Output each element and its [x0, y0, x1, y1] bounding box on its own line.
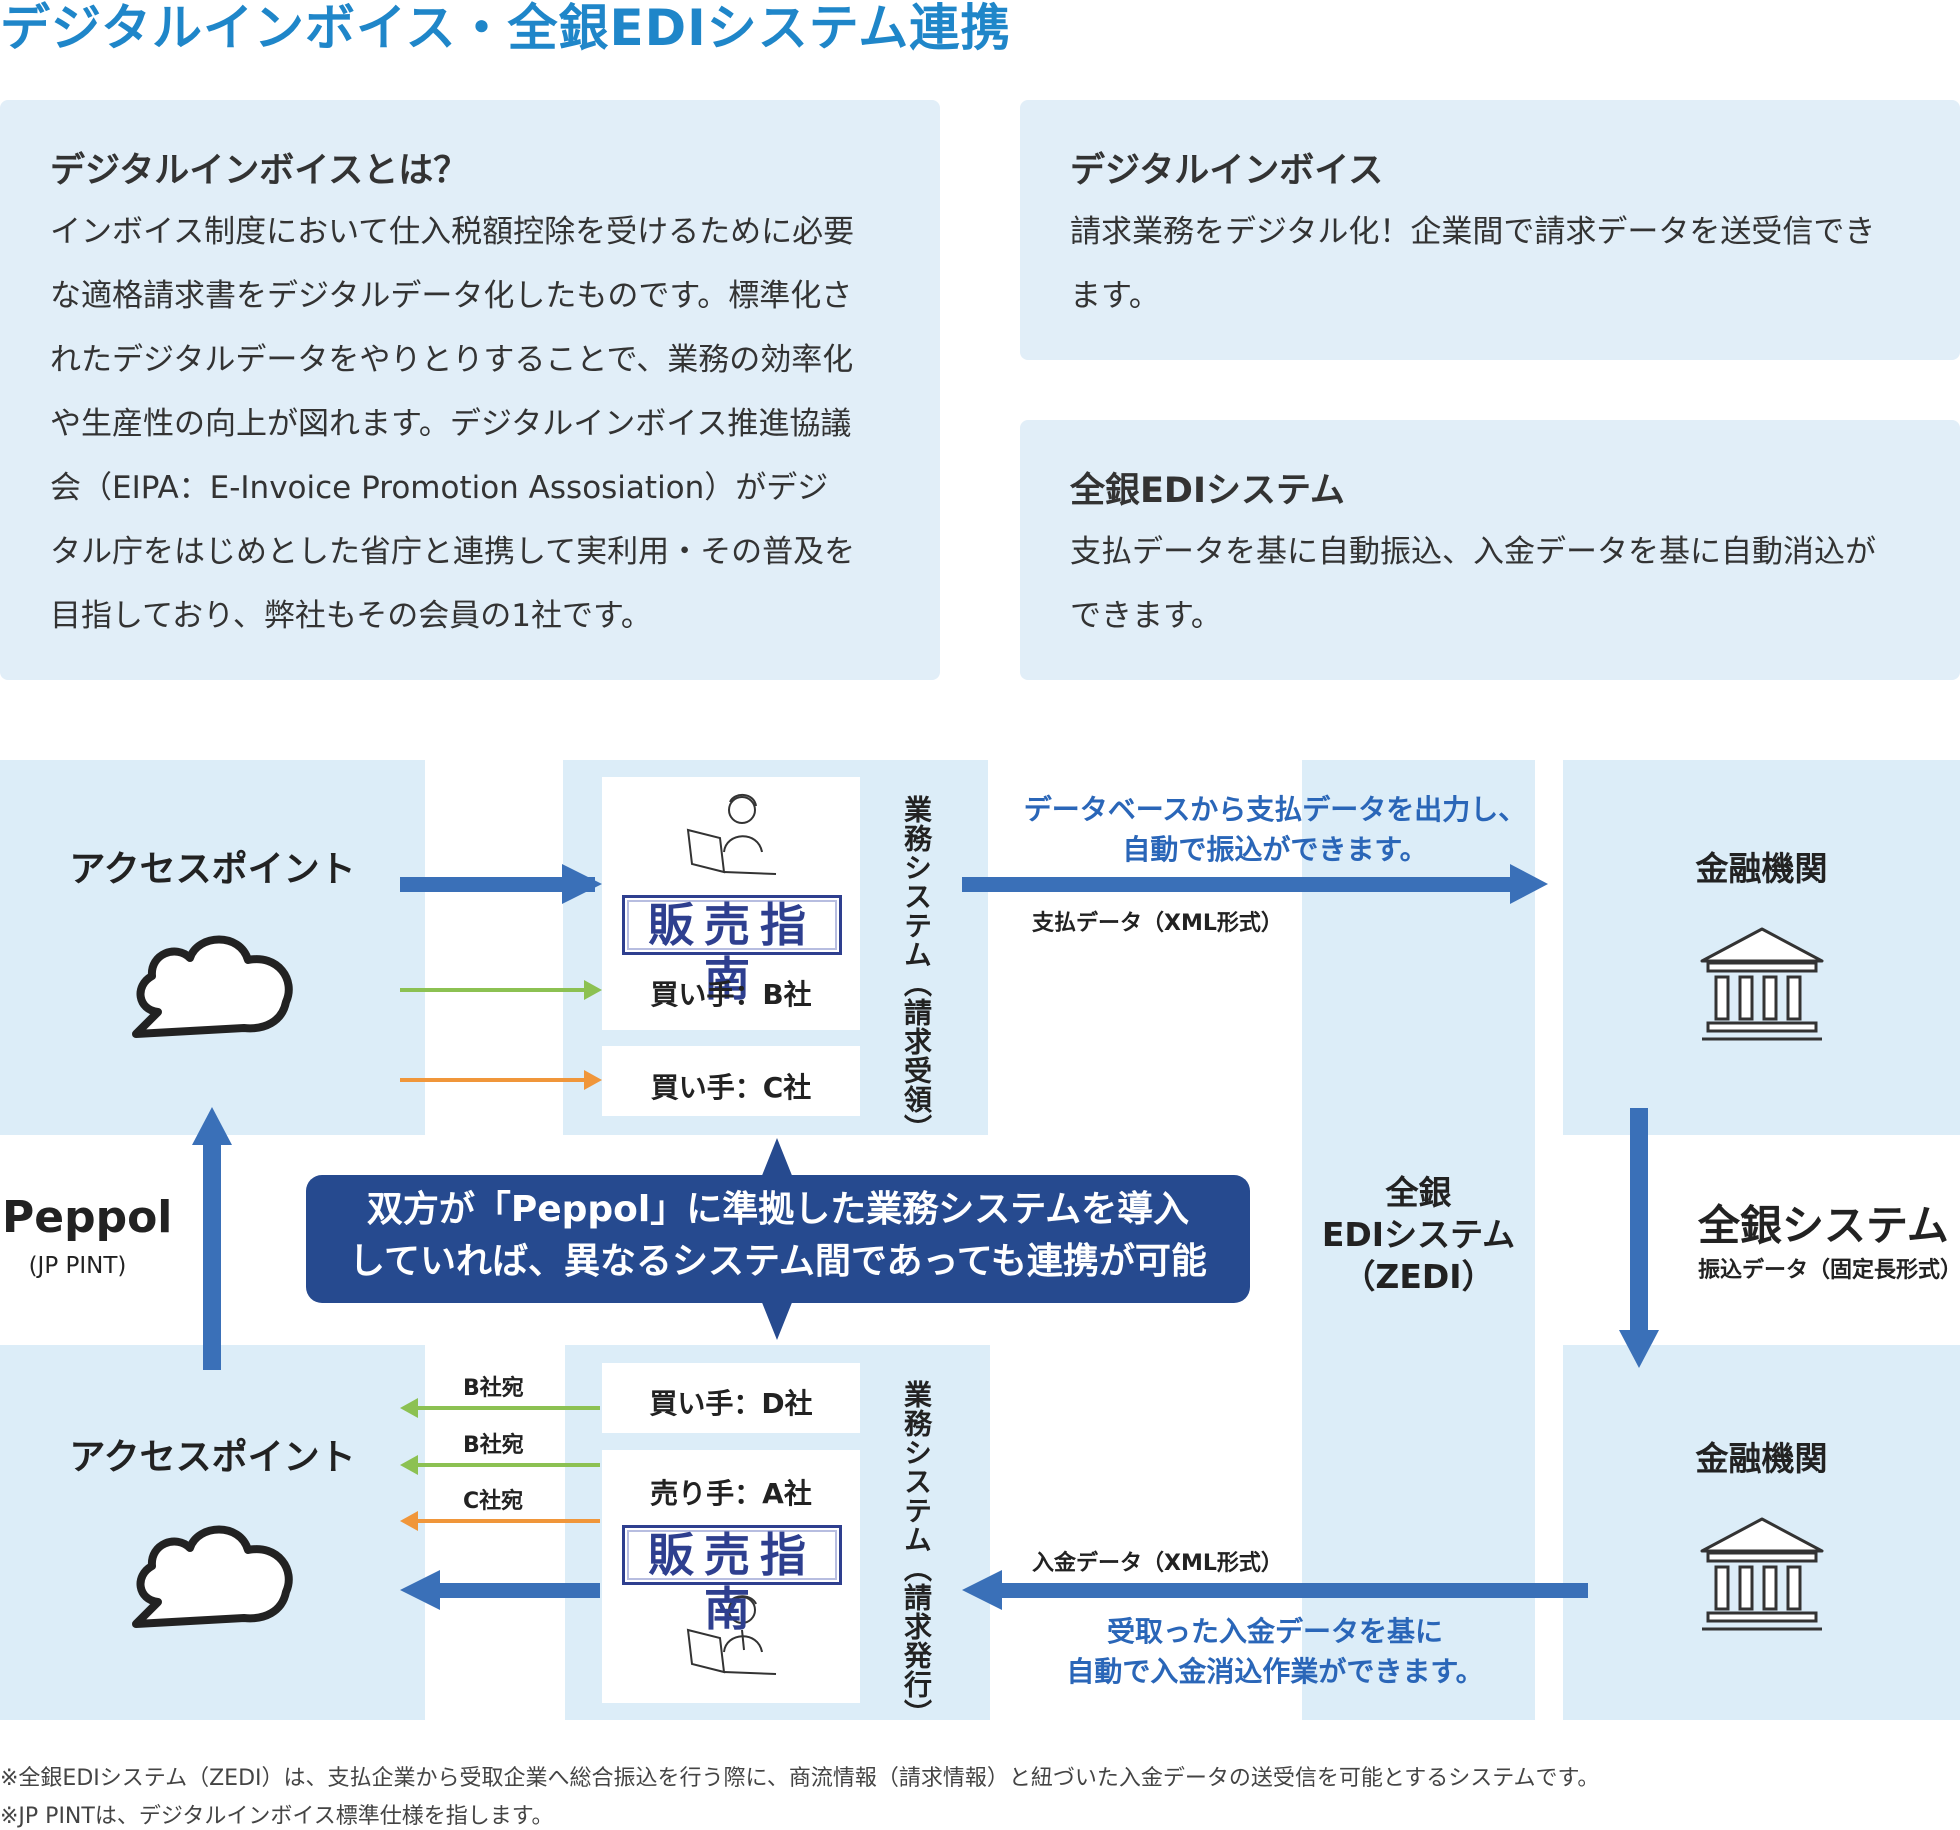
system-issue-label: 業務システム（請求発行） [900, 1380, 933, 1728]
buyer-c-card [602, 1046, 860, 1116]
deposit-data-label: 入金データ（XML形式） [1032, 1551, 1283, 1576]
bank-icon [1700, 927, 1824, 1041]
zengin-edi-heading: 全銀EDIシステム [1070, 471, 1345, 511]
intro-line: インボイス制度において仕入税額控除を受けるために必要 [50, 214, 855, 250]
arrow-blue [962, 877, 1522, 892]
payout-description: データベースから支払データを出力し、 自動で振込ができます。 [1000, 790, 1550, 870]
deposit-line: 自動で入金消込作業ができます。 [1066, 1655, 1484, 1688]
payout-line: 自動で振込ができます。 [1122, 833, 1428, 866]
access-point-bottom-label: アクセスポイント [69, 1437, 356, 1478]
arrow-green [400, 1398, 418, 1418]
payment-data-label: 支払データ（XML形式） [1032, 911, 1283, 936]
intro-text: インボイス制度において仕入税額控除を受けるために必要 な適格請求書をデジタルデー… [50, 200, 930, 648]
arrow-blue [400, 1570, 440, 1610]
arrow-blue [192, 1107, 232, 1145]
arrow-green [400, 1455, 418, 1475]
zedi-panel [1302, 760, 1535, 1720]
arrow-dark [761, 1300, 793, 1340]
digital-invoice-line: ます。 [1070, 278, 1160, 314]
zengin-system-label: 全銀システム [1698, 1201, 1949, 1250]
deposit-line: 受取った入金データを基に [1106, 1615, 1443, 1648]
arrow-blue [1000, 1583, 1588, 1598]
buyer-d-label: 買い手：D社 [649, 1387, 813, 1420]
zengin-edi-text: 支払データを基に自動振込、入金データを基に自動消込が できます。 [1070, 520, 1950, 648]
arrow-blue [1630, 1108, 1648, 1338]
intro-line: な適格請求書をデジタルデータ化したものです。標準化さ [50, 278, 853, 314]
cloud-icon [132, 1525, 293, 1628]
center-line: していれば、異なるシステム間であっても連携が可能 [349, 1241, 1207, 1282]
hanbai-shinan-logo: 販売指南 [622, 1525, 842, 1636]
hanbai-shinan-logo: 販売指南 [622, 895, 842, 1006]
buyer-d-card [602, 1363, 860, 1433]
arrow-blue [962, 1570, 1002, 1610]
buyer-c-label: 買い手：C社 [650, 1071, 812, 1104]
arrow-dark [761, 1138, 793, 1178]
intro-line: や生産性の向上が図れます。デジタルインボイス推進協議 [50, 406, 852, 442]
intro-box [0, 100, 940, 680]
digital-invoice-line: 請求業務をデジタル化！企業間で請求データを送受信でき [1070, 214, 1876, 250]
bank-top-label: 金融機関 [1695, 849, 1828, 888]
arrow-green [584, 980, 602, 1000]
access-point-top-label: アクセスポイント [69, 849, 356, 890]
zedi-line: EDIシステム [1321, 1215, 1516, 1254]
intro-line: 会（EIPA：E-Invoice Promotion Assosiation）が… [50, 470, 829, 506]
to-c-label: C社宛 [463, 1489, 524, 1514]
intro-line: れたデジタルデータをやりとりすることで、業務の効率化 [50, 342, 854, 378]
center-line: 双方が「Peppol」に準拠した業務システムを導入 [366, 1189, 1190, 1230]
to-b-label: B社宛 [463, 1433, 524, 1458]
buyer-b-label: 買い手：B社 [650, 978, 812, 1011]
center-callout-box [306, 1175, 1250, 1303]
person-laptop-icon [686, 1595, 777, 1675]
zedi-line: 全銀 [1385, 1173, 1452, 1212]
digital-invoice-box [1020, 100, 1960, 360]
zengin-edi-box [1020, 420, 1960, 680]
seller-a-label: 売り手：A社 [650, 1477, 812, 1510]
digital-invoice-text: 請求業務をデジタル化！企業間で請求データを送受信でき ます。 [1070, 200, 1950, 328]
bank-bottom-label: 金融機関 [1695, 1439, 1828, 1478]
arrow-blue [1619, 1330, 1659, 1368]
jp-pint-label: (JP PINT) [28, 1253, 127, 1279]
note-zedi: ※全銀EDIシステム（ZEDI）は、支払企業から受取企業へ総合振込を行う際に、商… [0, 1766, 1600, 1791]
arrow-blue [436, 1583, 600, 1598]
deposit-description: 受取った入金データを基に 自動で入金消込作業ができます。 [1000, 1612, 1550, 1692]
intro-line: タル庁をはじめとした省庁と連携して実利用・その普及を [50, 534, 856, 570]
arrow-blue [203, 1140, 221, 1370]
intro-line: 目指しており、弊社もその会員の1社です。 [50, 598, 652, 634]
center-callout-text: 双方が「Peppol」に準拠した業務システムを導入 していれば、異なるシステム間… [306, 1184, 1250, 1288]
bank-icon [1700, 1517, 1824, 1631]
zedi-line: （ZEDI） [1342, 1257, 1495, 1296]
peppol-label: Peppol [2, 1192, 173, 1243]
transfer-data-label: 振込データ（固定長形式） [1698, 1258, 1960, 1283]
digital-invoice-heading: デジタルインボイス [1070, 151, 1384, 191]
payout-line: データベースから支払データを出力し、 [1023, 793, 1527, 826]
zedi-label: 全銀 EDIシステム （ZEDI） [1302, 1172, 1535, 1298]
arrow-orange [584, 1070, 602, 1090]
system-receive-label: 業務システム（請求受領） [900, 795, 933, 1143]
arrow-blue [1510, 864, 1548, 904]
arrow-blue [400, 877, 595, 892]
arrow-blue [562, 864, 602, 904]
page-title: デジタルインボイス・全銀EDIシステム連携 [0, 0, 1012, 57]
intro-heading: デジタルインボイスとは？ [50, 151, 469, 191]
cloud-icon [132, 935, 293, 1038]
zengin-edi-line: 支払データを基に自動振込、入金データを基に自動消込が [1070, 534, 1876, 570]
arrow-orange [400, 1511, 418, 1531]
to-b-label: B社宛 [463, 1376, 524, 1401]
zengin-edi-line: できます。 [1070, 598, 1222, 634]
person-laptop-icon [686, 794, 777, 875]
note-jp-pint: ※JP PINTは、デジタルインボイス標準仕様を指します。 [0, 1804, 554, 1829]
